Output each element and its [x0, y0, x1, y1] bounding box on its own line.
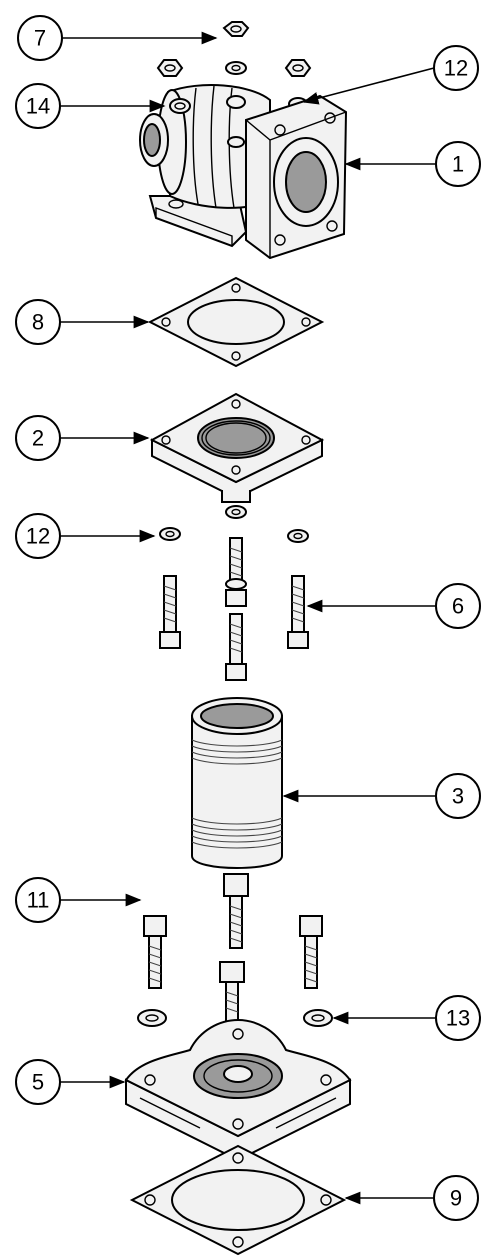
callout-9: 9 [433, 1175, 479, 1221]
pipe-nipple-part-3 [191, 697, 283, 869]
svg-text:1: 1 [452, 152, 464, 177]
callout-12-top: 12 [433, 45, 479, 91]
bolt-center-upper [225, 537, 247, 607]
callout-14: 14 [15, 83, 61, 129]
bolt-lower-center [223, 873, 249, 949]
washer-lower-left [137, 1009, 167, 1027]
hex-nut-left [156, 59, 184, 77]
svg-text:11: 11 [27, 888, 50, 913]
bolt-lower-left [143, 915, 167, 989]
svg-text:8: 8 [32, 310, 44, 335]
svg-text:12: 12 [444, 56, 468, 81]
callout-8: 8 [15, 299, 61, 345]
washer-lower-right [303, 1009, 333, 1027]
svg-text:14: 14 [26, 94, 50, 119]
washer-center [225, 505, 247, 519]
bolt-lower-rear [219, 961, 245, 1023]
svg-text:5: 5 [32, 1070, 44, 1095]
svg-text:9: 9 [450, 1186, 462, 1211]
svg-text:7: 7 [34, 26, 46, 51]
callout-11: 11 [15, 877, 61, 923]
base-flange-part-5 [124, 1018, 352, 1162]
valve-body-part-1 [139, 84, 348, 260]
bolt-left [159, 575, 181, 649]
washer-right [287, 529, 309, 543]
svg-text:13: 13 [446, 1006, 470, 1031]
callout-1: 1 [435, 141, 481, 187]
hex-nut-right [284, 59, 312, 77]
bolt-right [287, 575, 309, 649]
washer-left [159, 527, 181, 541]
callout-2: 2 [15, 415, 61, 461]
hex-nut-top [222, 21, 250, 37]
callout-12-middle: 12 [15, 513, 61, 559]
callout-13: 13 [435, 995, 481, 1041]
washer-top [225, 61, 247, 75]
gasket-part-8 [147, 276, 325, 368]
callout-6: 6 [435, 583, 481, 629]
bolt-lower-right [299, 915, 323, 989]
svg-text:3: 3 [452, 784, 464, 809]
callout-3: 3 [435, 773, 481, 819]
callout-5: 5 [15, 1059, 61, 1105]
svg-text:12: 12 [26, 524, 50, 549]
callout-7: 7 [17, 15, 63, 61]
gasket-part-9 [129, 1144, 347, 1256]
threaded-flange-part-2 [149, 392, 325, 503]
bolt-center-lower [225, 613, 247, 681]
svg-text:6: 6 [452, 594, 464, 619]
svg-text:2: 2 [32, 426, 44, 451]
